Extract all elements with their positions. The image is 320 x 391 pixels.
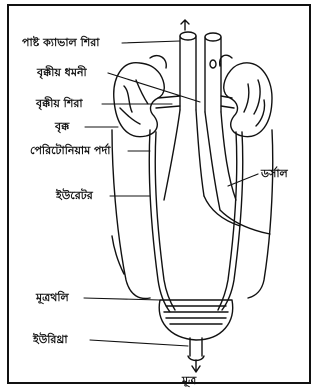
left-iliac-shape <box>164 110 180 200</box>
aorta-shape <box>205 33 221 112</box>
label-urethra: ইউরিথ্রা <box>33 334 68 345</box>
label-dorsal: ডর্সাল <box>261 168 288 179</box>
bladder-shape <box>159 300 232 340</box>
label-urine: মূত্র <box>182 375 196 386</box>
label-renal-vein: বৃক্কীয় শিরা <box>36 98 83 109</box>
right-kidney-shape <box>221 63 272 137</box>
label-ureter: ইউরেটর <box>56 190 93 201</box>
label-renal-artery: বৃক্কীয় ধমনী <box>37 67 87 78</box>
label-kidney: বৃক্ক <box>55 121 69 132</box>
label-posterior-vena-cava: পাষ্ট ক্যাভাল শিরা <box>22 37 99 48</box>
label-bladder: মূত্রথলি <box>36 292 69 303</box>
dorsal-vessels-shape <box>204 196 270 234</box>
left-kidney-shape <box>114 63 180 137</box>
peritoneal-membrane-shape <box>112 130 273 298</box>
label-peritoneal-membrane: পেরিটোনিয়াম পর্দা <box>30 145 111 156</box>
urethra-shape <box>188 338 204 372</box>
